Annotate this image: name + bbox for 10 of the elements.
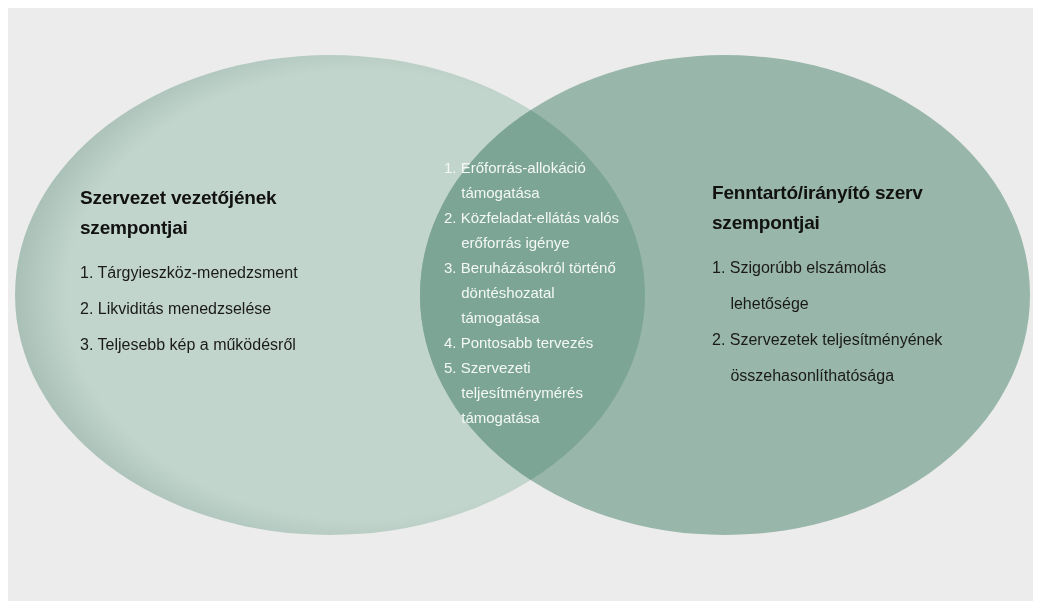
list-item: 2. Szervezetek teljesítményének összehasonlíthatósága [712,330,944,386]
list-item: 1. Szigorúbb elszámolás lehetősége [712,258,888,314]
list-item: 3. Beruházásokról történő döntéshozatal támogatása [444,258,617,328]
list-item: 3. Teljesebb kép a működésről [80,335,297,355]
list-item: 2. Közfeladat-ellátás valós erőforrás igénye [444,208,621,253]
list-item: 2. Likviditás menedzselése [80,299,273,319]
group-heading: Fenntartó/irányító szerv szempontjai [712,181,924,235]
list-item: 1. Tárgyieszköz-menedzsment [80,263,299,283]
group-heading: Szervezet vezetőjének szempontjai [80,186,278,240]
list-item: 4. Pontosabb tervezés [444,333,595,353]
